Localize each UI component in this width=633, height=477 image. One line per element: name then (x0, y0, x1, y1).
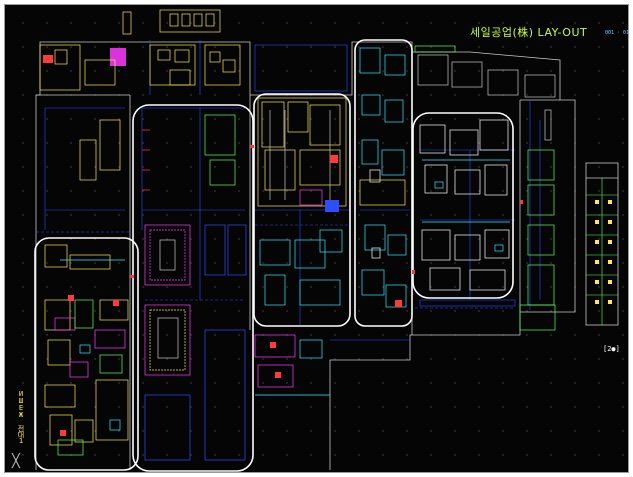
lower-middle-equipment (254, 334, 330, 396)
side-label: ИШЕЖ 전대1 (17, 390, 25, 444)
right-equipment (414, 45, 556, 331)
left-lower-equipment (44, 244, 129, 456)
center-tall-equipment (359, 47, 407, 308)
zone-right (412, 112, 514, 299)
page-marker: [2●] (603, 345, 620, 353)
drawing-title: 세일공업(株) LAY-OUT (470, 26, 588, 39)
column-grid (44, 40, 541, 341)
center-equipment (257, 97, 347, 306)
legend-table (586, 178, 618, 325)
scale-note: 001 · 01 (605, 30, 630, 36)
ucs-axis-icon: ╳ (12, 454, 20, 469)
top-equipment (39, 9, 241, 91)
left-center-equipment (79, 114, 247, 461)
door-markers (130, 145, 523, 278)
zone-center (253, 93, 351, 327)
zone-center-tall (354, 39, 413, 327)
building-outline (35, 41, 619, 470)
highlight-zones (34, 39, 514, 472)
aisle-lines (36, 224, 515, 309)
zone-left-lower (34, 237, 139, 471)
zone-left-center (132, 104, 254, 472)
